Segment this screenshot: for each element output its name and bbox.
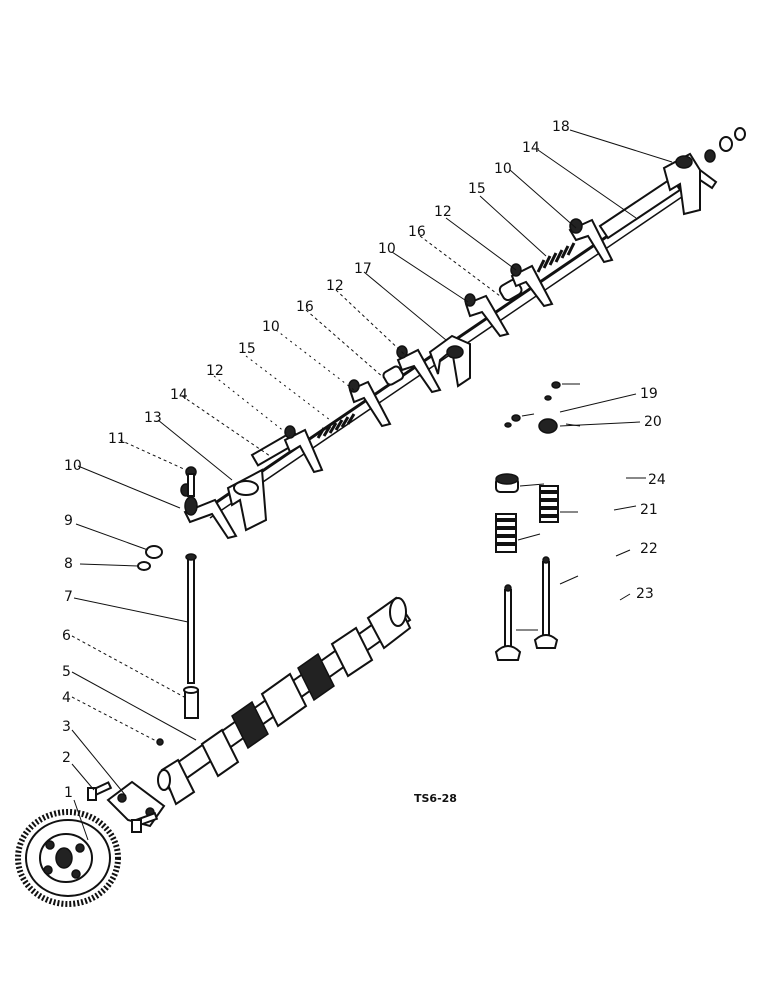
label-10-b: 10 <box>262 319 280 335</box>
label-12-b: 12 <box>326 278 344 294</box>
leader-lines <box>71 129 673 841</box>
label-20: 20 <box>644 414 662 430</box>
valve-collets-19 <box>504 381 561 428</box>
label-10-c: 10 <box>378 241 396 257</box>
label-16-b: 16 <box>408 224 426 240</box>
bolt-2 <box>87 781 113 801</box>
label-10-d: 10 <box>494 161 512 177</box>
rocker-arm-10-right <box>464 293 510 338</box>
label-22: 22 <box>640 541 658 557</box>
label-19: 19 <box>640 386 658 402</box>
valve-23 <box>494 584 522 661</box>
rocker-shaft-assembly <box>180 127 746 540</box>
end-washers <box>704 127 746 163</box>
label-24: 24 <box>648 472 666 488</box>
bolt-lower <box>131 811 159 833</box>
spring-15-left <box>316 413 356 439</box>
rocker-arm-10-far-right <box>568 218 614 264</box>
spring-15-right <box>536 242 576 273</box>
rocker-pedestal-17 <box>428 334 471 388</box>
label-14-a: 14 <box>170 387 188 403</box>
spacer-16-left <box>382 365 405 386</box>
washer-9 <box>145 545 163 559</box>
spring-cap-20 <box>538 418 558 434</box>
label-1: 1 <box>64 785 73 801</box>
valve-22 <box>533 556 559 649</box>
label-10-a: 10 <box>64 458 82 474</box>
label-16-a: 16 <box>296 299 314 315</box>
label-4: 4 <box>62 690 71 706</box>
label-14-b: 14 <box>522 140 540 156</box>
label-6: 6 <box>62 628 71 644</box>
rocker-pedestal-18 <box>662 152 718 216</box>
label-2: 2 <box>62 750 71 766</box>
camshaft <box>157 596 412 806</box>
label-8: 8 <box>64 556 73 572</box>
label-5: 5 <box>62 664 71 680</box>
label-23: 23 <box>636 586 654 602</box>
label-3: 3 <box>62 719 71 735</box>
callout-labels: 1 2 3 4 5 6 7 8 9 10 11 13 14 12 15 10 1… <box>62 119 666 805</box>
camshaft-gear-1 <box>15 809 121 907</box>
label-11: 11 <box>108 431 126 447</box>
label-13: 13 <box>144 410 162 426</box>
label-15-a: 15 <box>238 341 256 357</box>
pushrod-assembly <box>137 466 199 719</box>
nut-8 <box>137 561 151 571</box>
label-15-b: 15 <box>468 181 486 197</box>
valve-cap-24 <box>495 473 519 493</box>
tappet-6 <box>184 689 199 719</box>
label-9: 9 <box>64 513 73 529</box>
rocker-shaft-14-right <box>598 176 682 240</box>
label-17: 17 <box>354 261 372 277</box>
rocker-arm-10-mid <box>283 425 324 474</box>
label-21: 21 <box>640 502 658 518</box>
drawing-code: TS6-28 <box>414 792 457 805</box>
valve-spring-21-left <box>495 513 517 553</box>
rocker-arm-12-left <box>348 379 392 428</box>
valve-spring-21-right <box>539 485 559 523</box>
label-18: 18 <box>552 119 570 135</box>
pushrod-7 <box>187 557 195 684</box>
label-7: 7 <box>64 589 73 605</box>
label-12-c: 12 <box>434 204 452 220</box>
label-12-a: 12 <box>206 363 224 379</box>
